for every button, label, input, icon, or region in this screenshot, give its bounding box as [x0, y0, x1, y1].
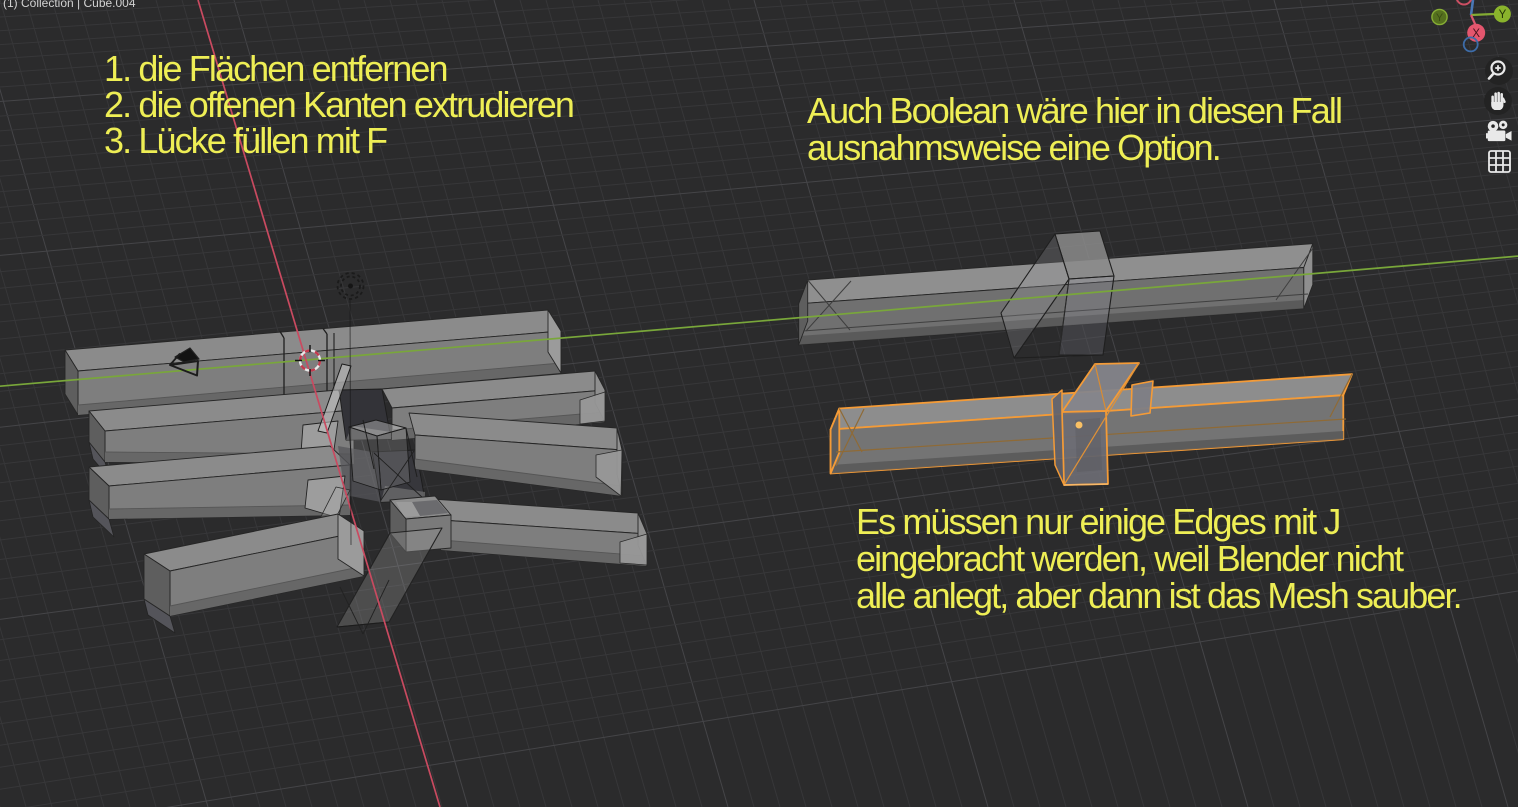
svg-text:X: X [1472, 28, 1480, 40]
svg-text:Y: Y [1436, 12, 1444, 24]
svg-text:Y: Y [1499, 9, 1507, 21]
